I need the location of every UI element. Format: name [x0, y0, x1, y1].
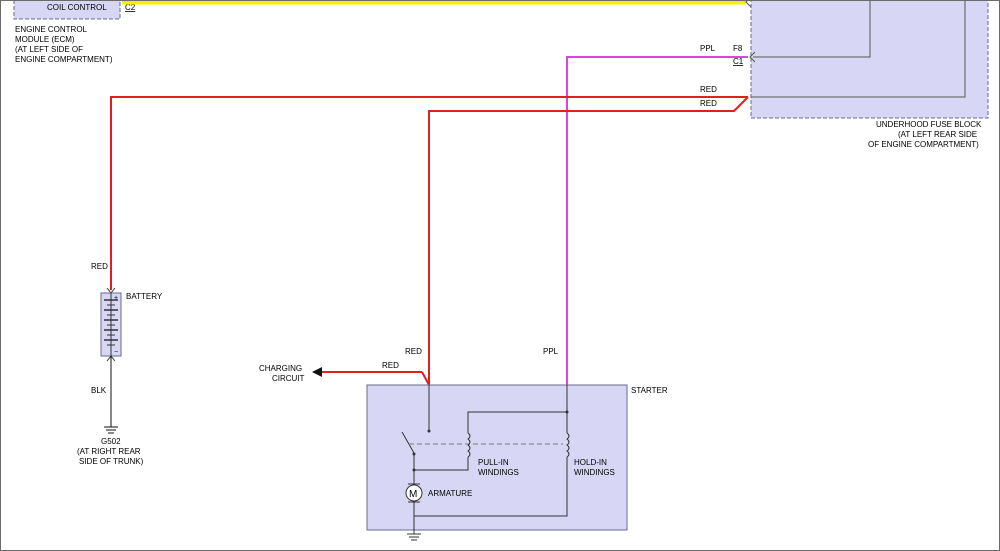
- pull-in-return: [414, 457, 469, 471]
- starter-box: [366, 384, 628, 531]
- blk-battery-label: BLK: [91, 386, 107, 395]
- charging-arrowhead: [312, 367, 322, 377]
- fuse-top-chevron: [745, 0, 752, 8]
- red-lower-label: RED: [700, 99, 717, 108]
- ground-location-line1: (AT RIGHT REAR: [77, 447, 141, 456]
- armature-label: ARMATURE: [428, 489, 472, 498]
- hold-in-coil: [566, 432, 570, 458]
- fuse-block-location-line1: (AT LEFT REAR SIDE: [898, 130, 977, 139]
- battery-plus-sign: +: [114, 295, 118, 302]
- charging-label-line1: CHARGING: [259, 364, 302, 373]
- starter-ground-symbol: [407, 530, 421, 541]
- hold-in-label-line1: HOLD-IN: [574, 458, 607, 467]
- armature-motor-symbol: M: [409, 489, 417, 500]
- ecm-coil-control-label: COIL CONTROL: [47, 3, 107, 12]
- underhood-fuse-block: UNDERHOOD FUSE BLOCK (AT LEFT REAR SIDE …: [733, 0, 989, 149]
- battery-label: BATTERY: [126, 292, 163, 301]
- armature-motor-icon: [405, 484, 423, 502]
- fuse-pin-label: F8: [733, 44, 743, 53]
- charging-red-diagonal: [421, 371, 430, 386]
- ecm-location-line1: (AT LEFT SIDE OF: [15, 45, 83, 54]
- starter-switch-contact: [427, 429, 431, 433]
- starter-switch-blade: [401, 431, 415, 454]
- purple-wire: [566, 56, 748, 385]
- pull-in-label-line2: WINDINGS: [478, 468, 519, 477]
- charging-label-line2: CIRCUIT: [272, 374, 305, 383]
- starter-label: STARTER: [631, 386, 668, 395]
- red-starter-label: RED: [405, 347, 422, 356]
- fuse-block-location-line2: OF ENGINE COMPARTMENT): [868, 140, 979, 149]
- red-wire-battery: [110, 96, 748, 290]
- fuse-pin-chevron: [749, 51, 756, 63]
- ecm-module: COIL CONTROL C2 ENGINE CONTROL MODULE (E…: [13, 0, 136, 64]
- fuse-internal-line-2: [753, 0, 871, 58]
- fuse-internal-line-3: [751, 0, 966, 98]
- pull-in-feed: [467, 411, 567, 433]
- pull-in-junction: [412, 468, 416, 472]
- red-battery-label: RED: [91, 262, 108, 271]
- battery-minus-sign: −: [114, 349, 118, 356]
- hold-in-label-line2: WINDINGS: [574, 468, 615, 477]
- hold-in-junction: [565, 410, 569, 414]
- battery: RED + − BATTERY: [91, 262, 163, 362]
- ecm-name-line2: MODULE (ECM): [15, 35, 75, 44]
- ppl-top-label: PPL: [700, 44, 716, 53]
- red-wire-starter: [428, 96, 749, 385]
- ecm-box: [13, 0, 121, 20]
- fuse-block-name: UNDERHOOD FUSE BLOCK: [876, 120, 982, 129]
- ground-location-line2: SIDE OF TRUNK): [79, 457, 144, 466]
- ecm-location-line2: ENGINE COMPARTMENT): [15, 55, 113, 64]
- ground-symbol-g502: [104, 426, 118, 434]
- pull-in-coil: [467, 432, 471, 458]
- fuse-connector-label: C1: [733, 57, 744, 66]
- ground-name: G502: [101, 437, 121, 446]
- ecm-connector-label: C2: [125, 3, 136, 12]
- ppl-starter-label: PPL: [543, 347, 559, 356]
- starter: STARTER M ARMATURE PULL-IN WINDINGS HOLD…: [366, 384, 668, 531]
- pull-in-label-line1: PULL-IN: [478, 458, 509, 467]
- ecm-name-line1: ENGINE CONTROL: [15, 25, 88, 34]
- red-upper-label: RED: [700, 85, 717, 94]
- red-charging-label: RED: [382, 361, 399, 370]
